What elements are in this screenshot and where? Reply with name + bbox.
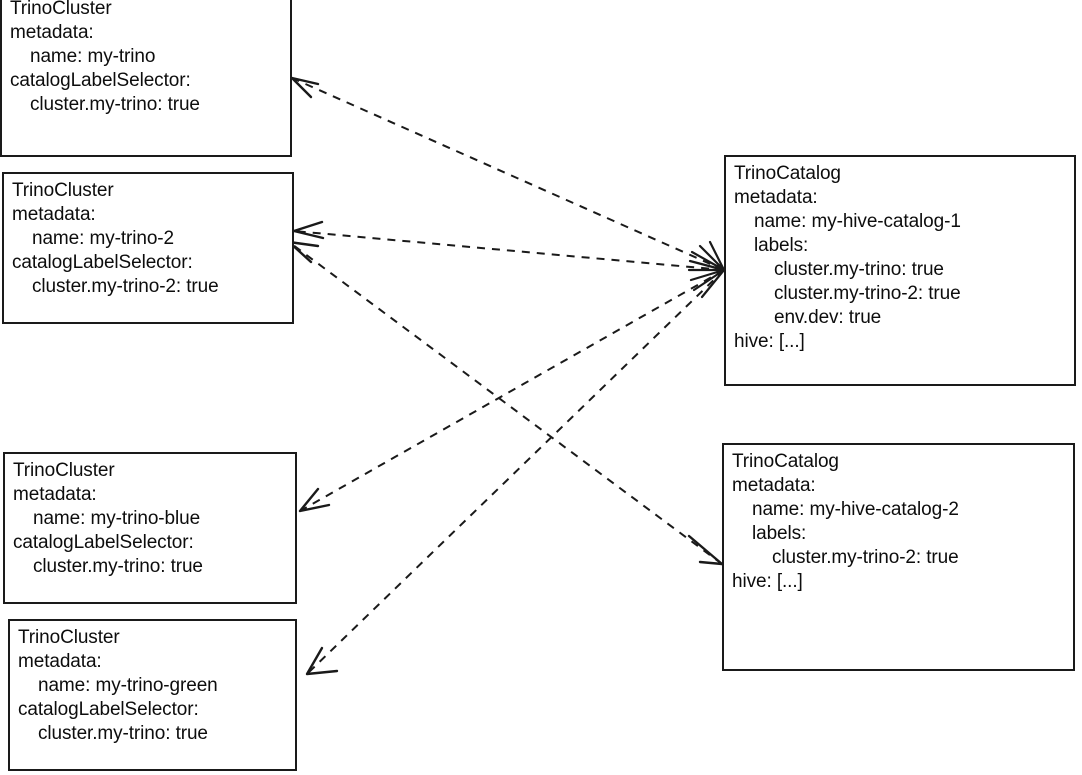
edge-line [293, 230, 725, 271]
node-line: catalogLabelSelector: [13, 532, 194, 553]
node-trinocatalog-my-hive-catalog-1[interactable]: TrinoCatalog metadata: name: my-hive-cat… [724, 155, 1076, 386]
node-line: catalogLabelSelector: [10, 70, 191, 91]
edge-catalog2-to-my-trino-2 [287, 240, 723, 565]
node-line: TrinoCluster [13, 460, 115, 481]
node-line: TrinoCatalog [732, 451, 839, 472]
node-trinocluster-my-trino-blue[interactable]: TrinoCluster metadata: name: my-trino-bl… [3, 452, 297, 604]
edge-line [299, 269, 725, 512]
node-line: labels: [754, 235, 809, 256]
node-line: cluster.my-trino-2: true [774, 283, 961, 304]
node-trinocluster-my-trino[interactable]: TrinoCluster metadata: name: my-trino ca… [0, 0, 292, 157]
node-line: name: my-trino-green [38, 675, 218, 696]
node-line: name: my-trino [30, 46, 156, 67]
node-line: metadata: [12, 204, 96, 225]
node-line: cluster.my-trino: true [33, 556, 203, 577]
node-trinocluster-my-trino-green[interactable]: TrinoCluster metadata: name: my-trino-gr… [8, 619, 297, 771]
node-line: env.dev: true [774, 307, 882, 328]
node-line: TrinoCluster [12, 180, 114, 201]
node-line: TrinoCluster [10, 0, 112, 19]
node-line: cluster.my-trino: true [30, 94, 200, 115]
node-line: name: my-hive-catalog-2 [752, 499, 959, 520]
node-line: cluster.my-trino-2: true [772, 547, 959, 568]
edge-catalog1-to-my-trino-green [305, 269, 725, 676]
node-line: metadata: [10, 22, 94, 43]
node-line: metadata: [734, 187, 818, 208]
node-line: hive: [...] [732, 571, 803, 592]
edge-line [291, 77, 725, 271]
node-trinocatalog-my-hive-catalog-2[interactable]: TrinoCatalog metadata: name: my-hive-cat… [722, 443, 1075, 671]
node-line: labels: [752, 523, 807, 544]
node-line: TrinoCluster [18, 627, 120, 648]
arrowhead-icon [305, 646, 339, 676]
node-line: TrinoCatalog [734, 163, 841, 184]
node-line: metadata: [18, 651, 102, 672]
node-line: catalogLabelSelector: [12, 252, 193, 273]
node-line: name: my-trino-blue [33, 508, 201, 529]
edge-my-trino-2-to-catalog2 [687, 534, 724, 566]
arrowhead-icon [292, 220, 325, 240]
arrowhead-icon [290, 76, 320, 99]
node-line: cluster.my-trino: true [38, 723, 208, 744]
edge-line [288, 241, 723, 565]
node-line: name: my-trino-2 [32, 228, 174, 249]
node-line: cluster.my-trino-2: true [32, 276, 219, 297]
node-line: name: my-hive-catalog-1 [754, 211, 961, 232]
edge-catalog1-to-my-trino-2 [292, 220, 725, 271]
node-line: cluster.my-trino: true [774, 259, 944, 280]
hub-arrowheads-icon [687, 240, 726, 299]
node-trinocluster-my-trino-2[interactable]: TrinoCluster metadata: name: my-trino-2 … [2, 172, 294, 324]
edge-line [306, 269, 725, 675]
arrowhead-icon [687, 534, 724, 566]
node-line: catalogLabelSelector: [18, 699, 199, 720]
node-line: metadata: [13, 484, 97, 505]
arrowhead-icon [298, 487, 331, 513]
node-line: hive: [...] [734, 331, 805, 352]
node-line: metadata: [732, 475, 816, 496]
edge-catalog1-to-my-trino [290, 76, 725, 271]
arrowhead-icon-barb [698, 560, 724, 566]
edge-catalog1-to-my-trino-blue [298, 269, 725, 513]
